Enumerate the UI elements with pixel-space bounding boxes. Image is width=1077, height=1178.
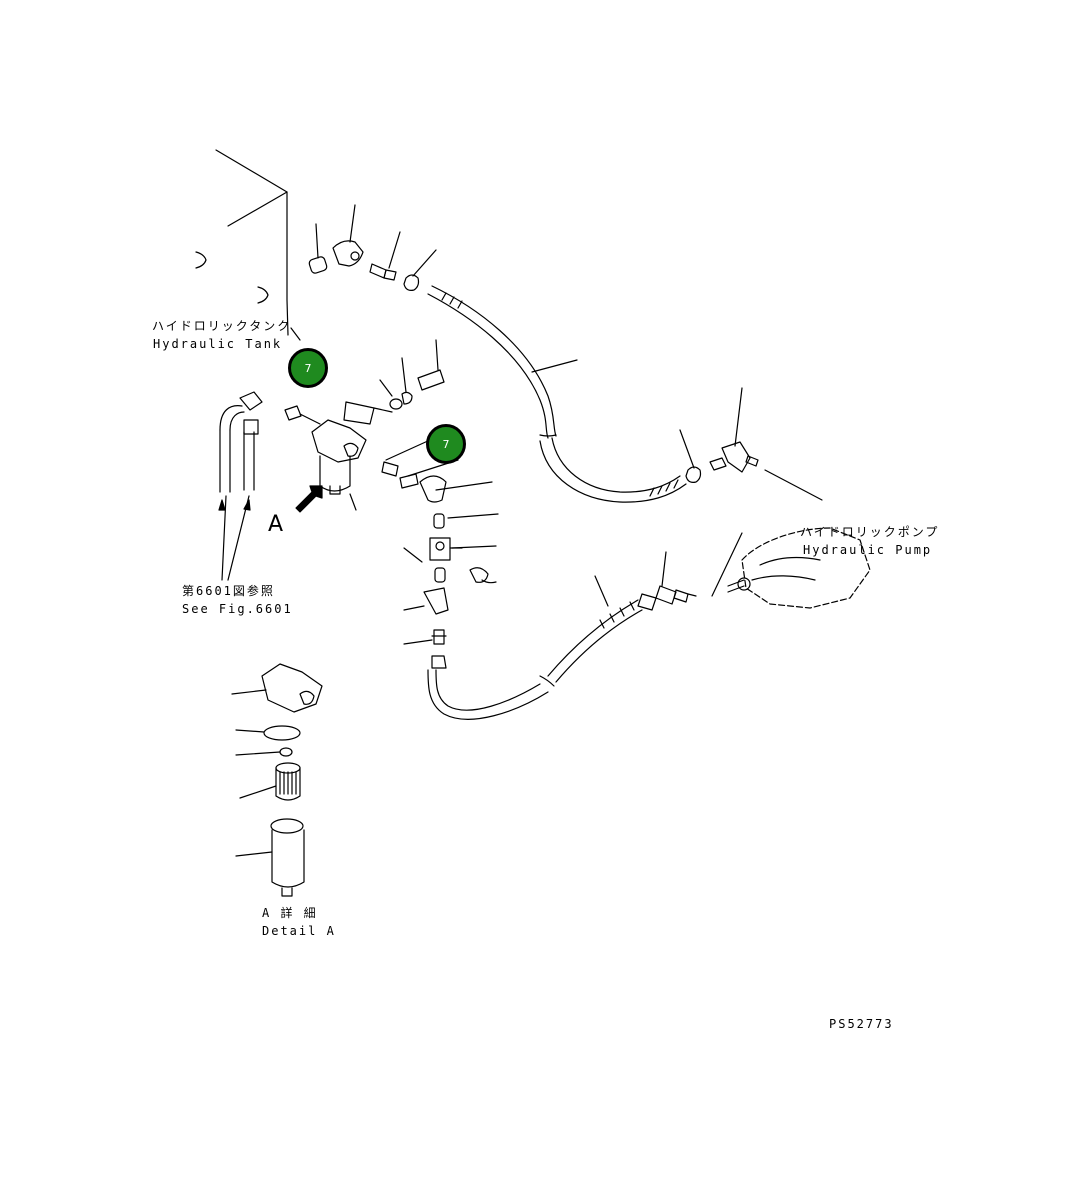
tank-label-en: Hydraulic Tank [153, 337, 283, 351]
return-hose [428, 552, 696, 719]
reference-label-en: See Fig.6601 [182, 602, 293, 616]
drawing-number: PS52773 [829, 1017, 894, 1031]
pump-label-jp: ハイドロリックポンプ [800, 525, 940, 539]
hydraulic-tank [196, 150, 300, 340]
line-filter-assembly [285, 340, 458, 510]
pump-inlet-fittings [680, 388, 822, 500]
hydraulic-pump [712, 528, 870, 608]
callout-7-filter-head[interactable]: 7 [288, 348, 328, 388]
tank-outlet-fittings [308, 205, 436, 290]
external-pipes [219, 392, 262, 580]
callout-7-filter-outlet[interactable]: 7 [426, 424, 466, 464]
detail-a-filter-exploded [232, 664, 322, 896]
view-a-arrow [296, 486, 322, 512]
tank-label-jp: ハイドロリックタンク [152, 319, 292, 333]
pump-label-en: Hydraulic Pump [803, 543, 933, 557]
suction-hose [428, 286, 686, 502]
detail-label-jp: A 詳 細 [262, 906, 318, 920]
detail-label-en: Detail A [262, 924, 336, 938]
filter-outlet-fittings [404, 476, 498, 668]
view-letter: A [268, 512, 284, 537]
reference-label-jp: 第6601図参照 [182, 584, 275, 598]
